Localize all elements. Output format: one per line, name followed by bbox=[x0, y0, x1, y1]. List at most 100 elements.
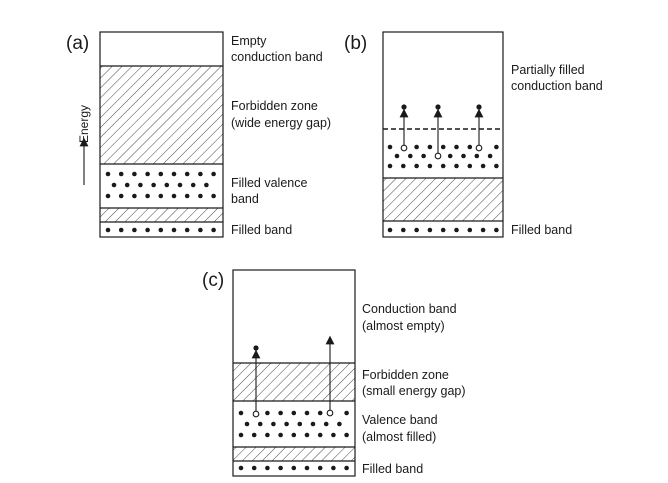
electron-dot bbox=[304, 465, 310, 471]
electron-dot bbox=[204, 182, 209, 188]
electron-dot bbox=[118, 171, 124, 177]
panel-b: (b) Partially filled conduction band Fil… bbox=[344, 31, 603, 238]
electron-dot bbox=[257, 421, 263, 427]
electron-dot bbox=[331, 432, 336, 438]
electron-dot bbox=[284, 421, 289, 427]
electron-dot bbox=[238, 465, 244, 471]
panel-b-frame bbox=[382, 31, 504, 238]
electron-dot bbox=[467, 144, 473, 150]
panel-c-valence-electrons bbox=[238, 410, 349, 438]
panel-c-filled-band-electrons bbox=[238, 465, 349, 471]
panel-b-label: (b) bbox=[344, 33, 367, 54]
electron-dot bbox=[177, 182, 183, 188]
panel-a-valence-label: Filled valence band bbox=[231, 176, 311, 206]
electron-dot bbox=[158, 227, 164, 233]
panel-c: (c) Conduction band (almost empty) Forbi… bbox=[202, 269, 466, 477]
electron-dot bbox=[337, 421, 342, 427]
electron-dot bbox=[427, 227, 433, 233]
panel-b-gap bbox=[383, 178, 503, 221]
electron-dot bbox=[440, 144, 446, 150]
panel-c-label: (c) bbox=[202, 270, 224, 291]
electron-dot bbox=[171, 171, 177, 177]
panel-a: (a) Energy Empty conduction band Forbidd… bbox=[66, 31, 331, 238]
electron-dot bbox=[387, 163, 393, 169]
electron-dot bbox=[494, 144, 499, 150]
panel-c-frame bbox=[232, 269, 356, 477]
electron-dot bbox=[310, 421, 316, 427]
electron-dot bbox=[171, 227, 177, 233]
electron-dot bbox=[111, 182, 117, 188]
electron-dot bbox=[184, 171, 190, 177]
electron-dot bbox=[184, 227, 190, 233]
electron-dot bbox=[184, 193, 190, 199]
electron-dot bbox=[158, 171, 164, 177]
panel-b-conduction-label: Partially filled conduction band bbox=[511, 63, 603, 93]
electron-dot bbox=[387, 144, 393, 150]
panel-c-forbidden-label: Forbidden zone (small energy gap) bbox=[362, 368, 466, 398]
electron-dot bbox=[211, 171, 216, 177]
electron-dot bbox=[105, 227, 111, 233]
electron-dot bbox=[105, 171, 111, 177]
electron-dot bbox=[291, 432, 297, 438]
electron-dot bbox=[427, 144, 433, 150]
electron-dot bbox=[317, 432, 323, 438]
electron-dot bbox=[474, 153, 480, 159]
panel-c-lower-gap bbox=[233, 447, 355, 461]
panel-a-lower-gap bbox=[100, 208, 223, 222]
panel-c-valence-label: Valence band (almost filled) bbox=[362, 413, 441, 444]
electron-dot bbox=[480, 227, 486, 233]
electron-dot bbox=[198, 227, 203, 233]
electron-dot bbox=[440, 163, 446, 169]
electron-dot bbox=[323, 421, 329, 427]
electron-dot bbox=[271, 421, 276, 427]
electron-dot bbox=[251, 432, 257, 438]
electron-dot bbox=[118, 227, 124, 233]
electron-dot bbox=[151, 182, 156, 188]
electron-dot bbox=[304, 432, 310, 438]
electron-dot bbox=[454, 163, 459, 169]
electron-dot bbox=[447, 153, 453, 159]
electron-dot bbox=[401, 227, 406, 233]
electron-dot bbox=[440, 227, 446, 233]
panel-a-conduction-label: Empty conduction band bbox=[231, 34, 323, 64]
electron-dot bbox=[145, 227, 150, 233]
electron-dot bbox=[278, 465, 283, 471]
electron-dot bbox=[414, 227, 419, 233]
electron-dot bbox=[291, 465, 297, 471]
electron-dot bbox=[480, 163, 486, 169]
panel-a-label: (a) bbox=[66, 33, 89, 54]
panel-c-filled-label: Filled band bbox=[362, 462, 423, 476]
electron-dot bbox=[190, 182, 196, 188]
electron-dot bbox=[414, 163, 419, 169]
electron-dot bbox=[211, 227, 216, 233]
electron-dot bbox=[394, 153, 400, 159]
panel-b-filled-label: Filled band bbox=[511, 223, 572, 237]
electron-dot bbox=[265, 432, 270, 438]
panel-a-frame bbox=[99, 31, 224, 238]
electron-dot bbox=[105, 193, 111, 199]
electron-dot bbox=[158, 193, 164, 199]
panel-c-excitations bbox=[251, 335, 335, 418]
electron-dot bbox=[138, 182, 143, 188]
electron-dot bbox=[164, 182, 170, 188]
electron-dot bbox=[145, 193, 150, 199]
electron-dot bbox=[427, 163, 433, 169]
electron-dot bbox=[291, 410, 297, 416]
panel-b-filled-band-electrons bbox=[387, 227, 499, 233]
panel-b-excitations bbox=[399, 104, 484, 160]
electron-dot bbox=[344, 432, 349, 438]
electron-dot bbox=[238, 432, 244, 438]
electron-dot bbox=[344, 410, 349, 416]
electron-dot bbox=[331, 465, 336, 471]
electron-dot bbox=[467, 227, 473, 233]
electron-dot bbox=[387, 227, 393, 233]
panel-a-filled-label: Filled band bbox=[231, 223, 292, 237]
electron-dot bbox=[304, 410, 310, 416]
electron-dot bbox=[278, 432, 283, 438]
electron-dot bbox=[494, 163, 499, 169]
electron-dot bbox=[467, 163, 473, 169]
electron-dot bbox=[132, 171, 137, 177]
electron-dot bbox=[198, 193, 203, 199]
panel-a-forbidden-zone bbox=[100, 66, 223, 164]
